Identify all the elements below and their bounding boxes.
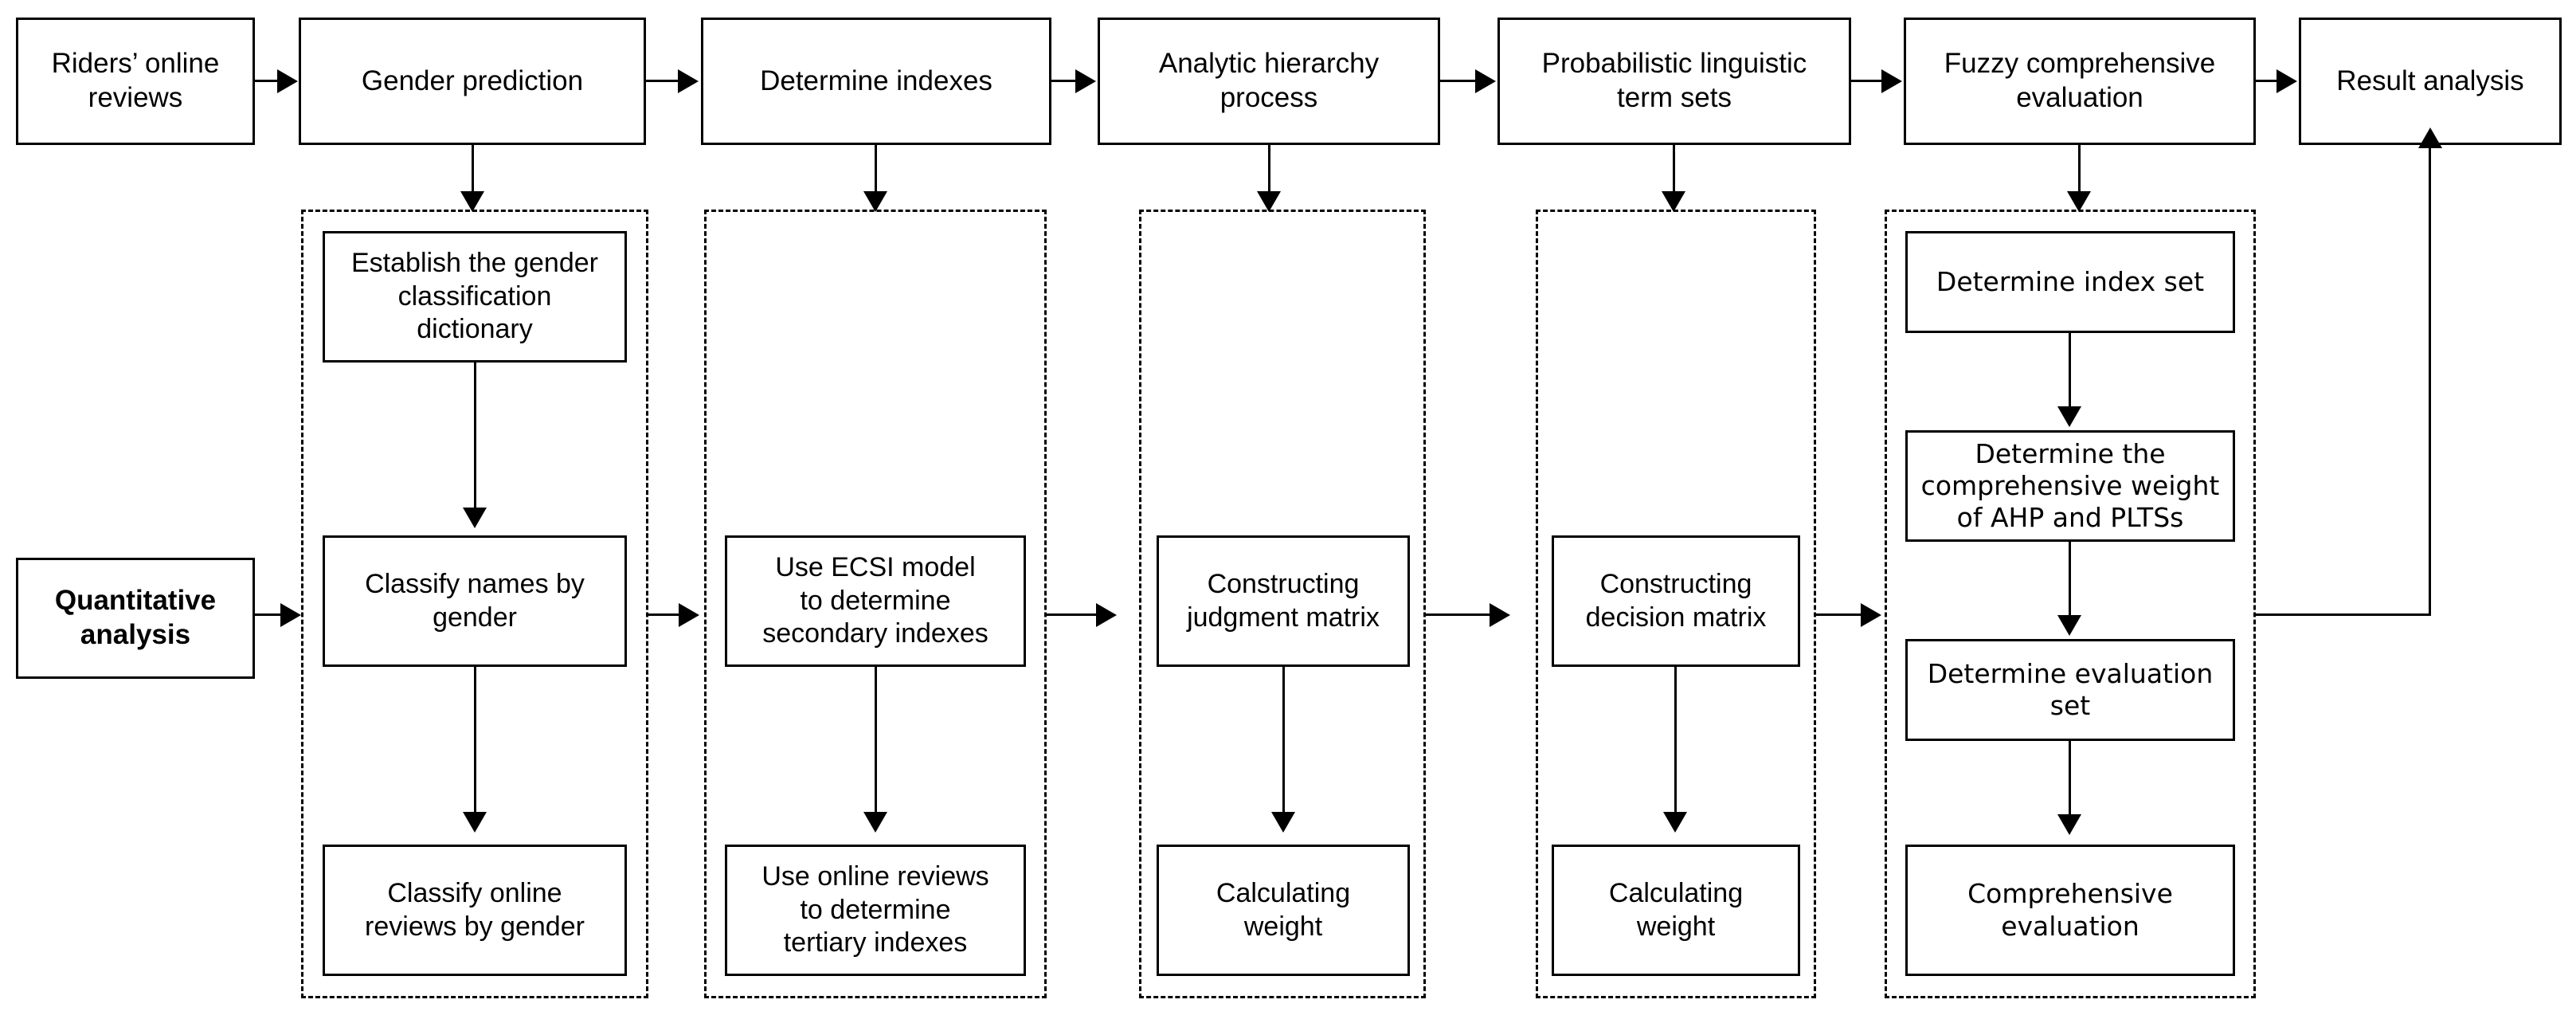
process-box-label: Probabilistic linguistic term sets	[1541, 48, 1807, 113]
arrowhead-drop-5	[2067, 191, 2091, 212]
process-box-result-analysis[interactable]: Result analysis	[2299, 18, 2562, 145]
process-box-gender-prediction[interactable]: Gender prediction	[299, 18, 646, 145]
arrowhead-top-3	[1075, 69, 1096, 93]
step-box-label: Determine the comprehensive weight of AH…	[1920, 437, 2220, 534]
process-box-label: Fuzzy comprehensive evaluation	[1944, 48, 2216, 113]
arrowhead-c5-s2-s3	[2057, 615, 2081, 636]
step-box-label: Classify online reviews by gender	[365, 878, 585, 942]
connector-stage3-to-stage4	[1426, 613, 1491, 616]
connector-feedback-vertical	[2429, 147, 2431, 616]
process-box-label: Determine indexes	[760, 65, 992, 96]
arrowhead-c3-s1-s2	[1271, 812, 1295, 833]
connector-stage2-to-stage3	[1047, 613, 1098, 616]
connector-top-2	[646, 80, 679, 82]
arrowhead-top-6	[2277, 69, 2297, 93]
step-box-establish-gender-classification-dictionary[interactable]: Establish the gender classification dict…	[323, 231, 627, 363]
entry-box-quantitative-analysis[interactable]: Quantitative analysis	[16, 558, 255, 679]
process-box-label: Riders’ online reviews	[51, 48, 220, 113]
step-box-label: Use online reviews to determine tertiary…	[761, 861, 989, 958]
connector-c1-s1-s2	[474, 363, 476, 514]
process-box-label: Gender prediction	[361, 65, 584, 96]
connector-top-5	[1851, 80, 1883, 82]
arrowhead-drop-2	[863, 191, 887, 212]
process-box-fuzzy-comprehensive-evaluation[interactable]: Fuzzy comprehensive evaluation	[1904, 18, 2256, 145]
step-box-label: Calculating weight	[1608, 878, 1744, 942]
step-box-label: Calculating weight	[1216, 878, 1351, 942]
arrowhead-entry-to-stage1	[280, 603, 301, 627]
arrowhead-c2-s1-s2	[863, 812, 887, 833]
arrowhead-stage2-to-stage3	[1096, 603, 1117, 627]
connector-feedback-horizontal	[2256, 613, 2431, 616]
connector-top-6	[2256, 80, 2278, 82]
step-box-determine-evaluation-set[interactable]: Determine evaluation set	[1905, 639, 2235, 741]
connector-top-3	[1051, 80, 1077, 82]
connector-top-1	[255, 80, 279, 82]
arrowhead-top-1	[277, 69, 298, 93]
step-box-label: Determine index set	[1936, 265, 2205, 297]
connector-drop-4	[1673, 145, 1675, 198]
arrowhead-c1-s2-s3	[463, 812, 487, 833]
arrowhead-c5-s3-s4	[2057, 814, 2081, 835]
connector-c5-s3-s4	[2069, 741, 2071, 821]
step-box-calculating-weight-plts[interactable]: Calculating weight	[1552, 845, 1800, 976]
step-box-comprehensive-evaluation[interactable]: Comprehensive evaluation	[1905, 845, 2235, 976]
stage-group-analytic-hierarchy-process	[1139, 210, 1426, 998]
process-box-analytic-hierarchy-process[interactable]: Analytic hierarchy process	[1098, 18, 1440, 145]
connector-c4-s1-s2	[1674, 667, 1677, 818]
step-box-label: Comprehensive evaluation	[1967, 878, 2173, 942]
step-box-label: Establish the gender classification dict…	[351, 248, 598, 345]
connector-drop-3	[1268, 145, 1270, 198]
step-box-determine-comprehensive-weight[interactable]: Determine the comprehensive weight of AH…	[1905, 430, 2235, 542]
process-box-determine-indexes[interactable]: Determine indexes	[701, 18, 1051, 145]
process-box-label: Result analysis	[2336, 65, 2524, 96]
connector-c5-s2-s3	[2069, 542, 2071, 621]
arrowhead-stage1-to-stage2	[679, 603, 699, 627]
arrowhead-stage4-to-stage5	[1861, 603, 1881, 627]
step-box-label: Constructing judgment matrix	[1187, 569, 1380, 633]
step-box-constructing-decision-matrix[interactable]: Constructing decision matrix	[1552, 535, 1800, 667]
arrowhead-c1-s1-s2	[463, 508, 487, 528]
connector-entry-to-stage1	[255, 613, 282, 616]
step-box-classify-online-reviews-by-gender[interactable]: Classify online reviews by gender	[323, 845, 627, 976]
process-box-riders-online-reviews[interactable]: Riders’ online reviews	[16, 18, 255, 145]
connector-c3-s1-s2	[1282, 667, 1285, 818]
connector-stage4-to-stage5	[1816, 613, 1870, 616]
arrowhead-top-4	[1475, 69, 1496, 93]
connector-drop-1	[472, 145, 474, 198]
connector-top-4	[1440, 80, 1477, 82]
step-box-calculating-weight-ahp[interactable]: Calculating weight	[1157, 845, 1410, 976]
step-box-use-online-reviews-tertiary-indexes[interactable]: Use online reviews to determine tertiary…	[725, 845, 1026, 976]
step-box-label: Constructing decision matrix	[1585, 569, 1767, 633]
process-box-probabilistic-linguistic-term-sets[interactable]: Probabilistic linguistic term sets	[1497, 18, 1851, 145]
connector-stage1-to-stage2	[648, 613, 680, 616]
step-box-label: Use ECSI model to determine secondary in…	[762, 552, 989, 649]
entry-box-label: Quantitative analysis	[54, 585, 217, 650]
connector-c5-s1-s2	[2069, 333, 2071, 413]
step-box-use-ecsi-model-secondary-indexes[interactable]: Use ECSI model to determine secondary in…	[725, 535, 1026, 667]
connector-c2-s1-s2	[875, 667, 877, 818]
connector-c1-s2-s3	[474, 667, 476, 818]
arrowhead-drop-1	[460, 191, 484, 212]
step-box-determine-index-set[interactable]: Determine index set	[1905, 231, 2235, 333]
arrowhead-top-5	[1881, 69, 1902, 93]
arrowhead-feedback-to-result-analysis	[2418, 127, 2442, 148]
process-box-label: Analytic hierarchy process	[1158, 48, 1380, 113]
arrowhead-stage3-to-stage4	[1490, 603, 1510, 627]
arrowhead-c4-s1-s2	[1663, 812, 1687, 833]
arrowhead-drop-4	[1662, 191, 1685, 212]
arrowhead-top-2	[678, 69, 699, 93]
arrowhead-drop-3	[1257, 191, 1281, 212]
connector-drop-2	[875, 145, 877, 198]
step-box-classify-names-by-gender[interactable]: Classify names by gender	[323, 535, 627, 667]
arrowhead-c5-s1-s2	[2057, 406, 2081, 427]
step-box-label: Determine evaluation set	[1927, 657, 2214, 721]
connector-drop-5	[2078, 145, 2081, 198]
step-box-constructing-judgment-matrix[interactable]: Constructing judgment matrix	[1157, 535, 1410, 667]
step-box-label: Classify names by gender	[365, 569, 585, 633]
